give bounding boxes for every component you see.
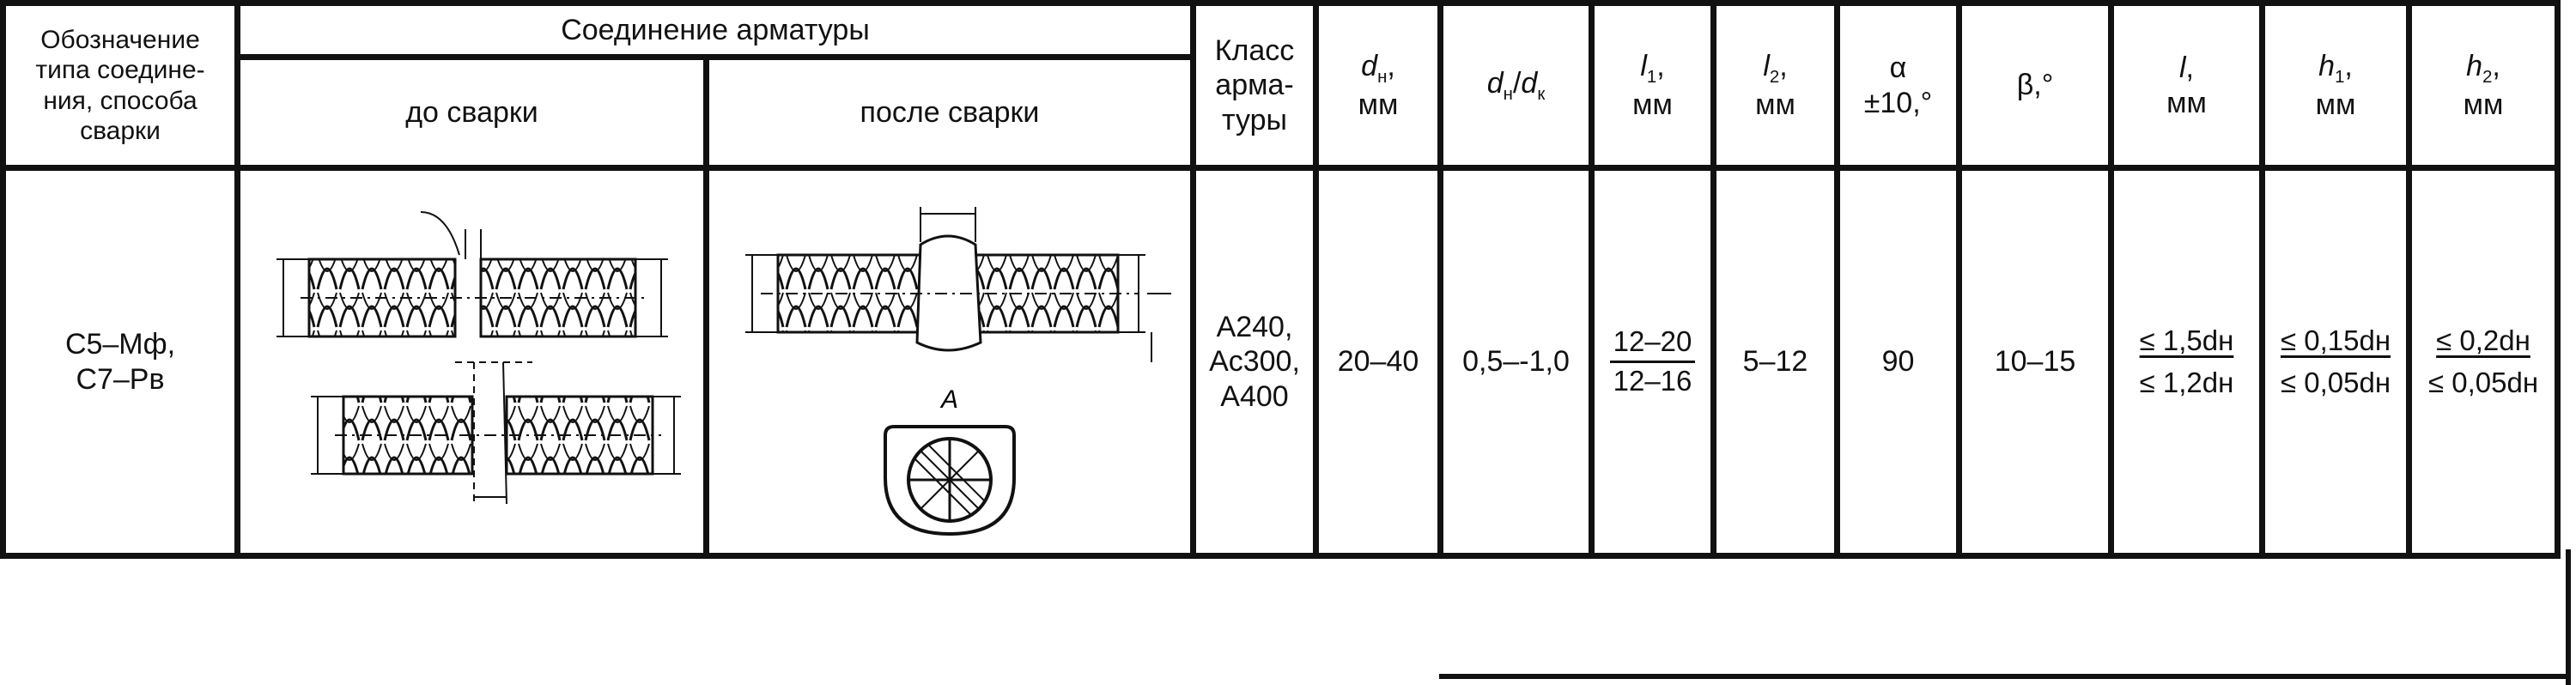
cell-l: ≤ 1,5dн ≤ 1,2dн [2108,165,2265,559]
header-joint: Соединение арматуры [234,0,1196,60]
cell-rebar-class: А240, Ас300, А400 [1190,165,1319,559]
rebar-pair-top [276,210,668,337]
cell-beta: 10–15 [1956,165,2114,559]
welded-rebar [745,206,1171,362]
page-bottom-rule [1439,674,2571,679]
cell-l2: 5–12 [1710,165,1840,559]
cross-section-a [884,424,1016,536]
header-designation: Обозначение типа соедине- ния, способа с… [0,0,240,171]
header-l2: l2, мм [1710,0,1840,171]
cell-dn: 20–40 [1313,165,1443,559]
section-label: А [939,385,958,414]
header-alpha: α ±10,° [1834,0,1962,171]
header-dn: dн, мм [1313,0,1443,171]
header-h1: h1, мм [2259,0,2412,171]
cell-l1: 12–20 12–16 [1589,165,1716,559]
header-rebar-class: Класс арма- туры [1190,0,1319,171]
cell-designation: С5–Мф, С7–Рв [0,165,240,559]
before-welding-sketch [276,210,681,504]
header-diameter-ratio: dн/dк [1437,0,1595,171]
header-l: l, мм [2108,0,2265,171]
rebar-pair-bottom [310,361,681,504]
weld-spec-table: Обозначение типа соедине- ния, способа с… [0,0,2561,559]
header-beta: β,° [1956,0,2114,171]
after-welding-sketch: А [745,206,1171,536]
cell-after-welding-drawing: А [703,165,1196,559]
header-before-welding: до сварки [234,54,709,171]
cell-before-welding-drawing [234,165,709,559]
table-continuation-right-rule [2566,549,2571,685]
header-h2: h2, мм [2406,0,2561,171]
cell-diameter-ratio: 0,5–-1,0 [1437,165,1595,559]
cell-h1: ≤ 0,15dн ≤ 0,05dн [2259,165,2412,559]
header-l1: l1, мм [1589,0,1716,171]
header-after-welding: после сварки [703,54,1196,171]
cell-h2: ≤ 0,2dн ≤ 0,05dн [2406,165,2561,559]
cell-alpha: 90 [1834,165,1962,559]
